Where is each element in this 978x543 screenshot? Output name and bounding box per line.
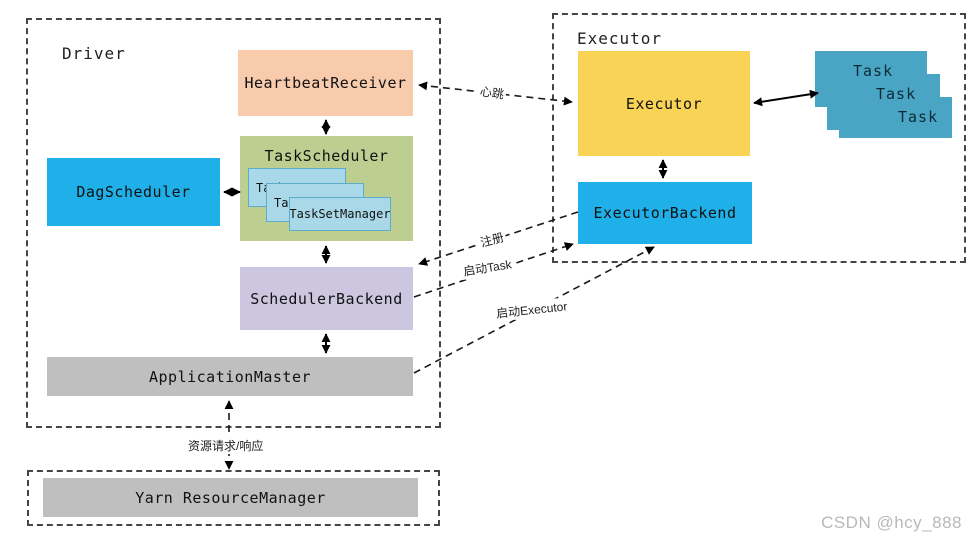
edge-label-launch-executor: 启动Executor <box>493 297 571 322</box>
executor-container-title: Executor <box>577 29 663 48</box>
task-box <box>839 97 952 138</box>
edge-label-register: 注册 <box>476 227 508 252</box>
scheduler-backend-label: SchedulerBackend <box>250 289 403 308</box>
yarn-resource-manager-box: Yarn ResourceManager <box>43 478 418 517</box>
executor-box: Executor <box>578 51 750 156</box>
scheduler-backend-box: SchedulerBackend <box>240 267 413 330</box>
application-master-label: ApplicationMaster <box>148 367 312 386</box>
heartbeat-receiver-label: HeartbeatReceiver <box>244 74 407 92</box>
edge-label-launch-task: 启动Task <box>459 254 515 281</box>
task-label: Task <box>853 62 894 80</box>
executor-backend-label: ExecutorBackend <box>593 204 737 222</box>
csdn-watermark: CSDN @hcy_888 <box>821 513 962 532</box>
driver-container-title: Driver <box>62 44 126 63</box>
yarn-container <box>27 470 440 526</box>
executor-label: Executor <box>625 94 703 113</box>
task-scheduler-label: TaskScheduler <box>264 147 389 165</box>
task-label: Task <box>876 85 917 103</box>
executor-backend-box: ExecutorBackend <box>578 182 752 244</box>
application-master-box: ApplicationMaster <box>47 357 413 396</box>
task-set-manager-box: TaskSetManager <box>289 197 391 231</box>
task-label: Task <box>898 108 939 126</box>
dag-scheduler-box: DagScheduler <box>47 158 220 226</box>
yarn-resource-manager-label: Yarn ResourceManager <box>135 488 326 507</box>
heartbeat-receiver-box: HeartbeatReceiver <box>238 50 413 116</box>
edge-label-resource-request: 资源请求/响应 <box>186 437 266 454</box>
dag-scheduler-label: DagScheduler <box>76 183 191 201</box>
edge-label-heartbeat: 心跳 <box>476 82 508 103</box>
executor-container: Executor <box>552 13 966 263</box>
task-set-manager-label: TaskSetManager <box>289 207 391 221</box>
